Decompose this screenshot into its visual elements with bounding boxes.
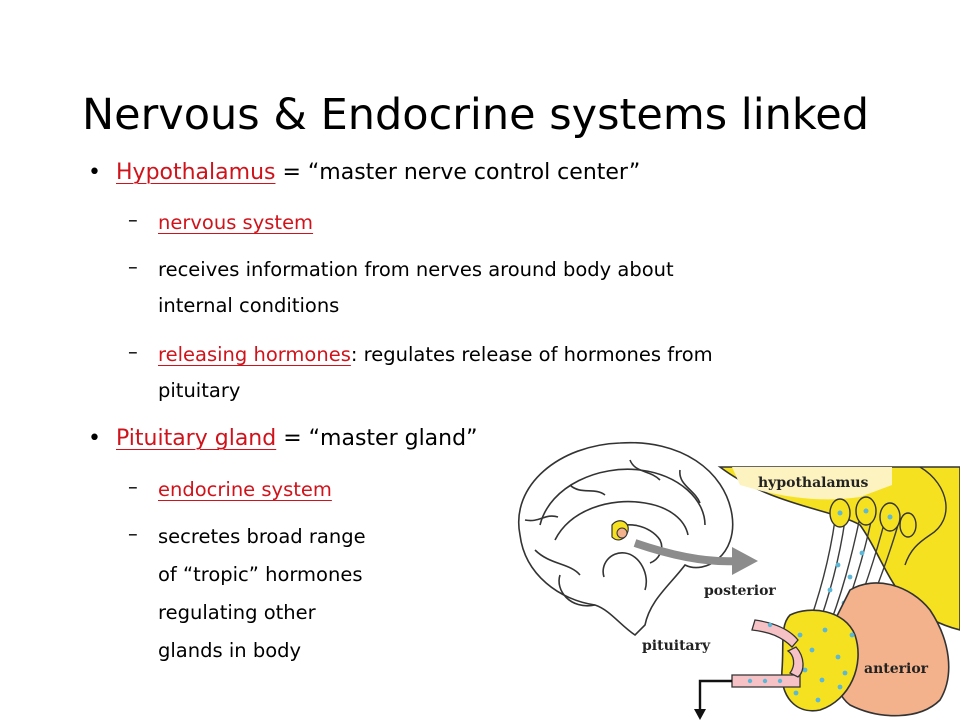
sub-bullet-dash: – [128,208,138,231]
brain-illustration [517,441,734,637]
subitem-secretes-line4: glands in body [158,639,302,662]
definition-pituitary: = “master gland” [276,426,478,451]
subitem-receives-info: receives information from nerves around … [158,258,674,281]
term-hypothalamus: Hypothalamus [116,160,276,185]
subitem-secretes-line2: of “tropic” hormones [158,563,363,586]
term-endocrine-system: endocrine system [158,478,332,501]
term-releasing-hormones: releasing hormones [158,343,351,366]
subitem-secretes-line3: regulating other [158,601,316,624]
term-pituitary-gland: Pituitary gland [116,426,277,451]
bullet-dot: • [88,426,101,451]
term-nervous-system: nervous system [158,211,314,234]
sub-bullet-dash: – [128,522,138,545]
subitem-releasing-hormones: releasing hormones: regulates release of… [158,340,713,370]
subitem-secretes-line1: secretes broad range [158,525,366,548]
bullet-hypothalamus: Hypothalamus = “master nerve control cen… [116,158,640,188]
figure-svg [517,441,960,720]
label-hypothalamus: hypothalamus [758,475,869,491]
definition-hypothalamus: = “master nerve control center” [275,160,641,185]
releasing-hormones-text: : regulates release of hormones from [350,343,713,366]
sub-bullet-dash: – [128,340,138,363]
sub-bullet-dash: – [128,255,138,278]
brain-pituitary-figure: hypothalamus posterior pituitary anterio… [500,425,960,720]
subitem-endocrine-system: endocrine system [158,475,332,505]
outflow-arrow-icon [694,679,732,720]
label-anterior: anterior [864,661,929,677]
subitem-nervous-system: nervous system [158,208,313,238]
bullet-pituitary: Pituitary gland = “master gland” [116,424,477,454]
sub-bullet-dash: – [128,475,138,498]
bullet-dot: • [88,160,101,185]
slide-title: Nervous & Endocrine systems linked [82,90,870,140]
subitem-receives-info-cont: internal conditions [158,294,340,317]
label-posterior: posterior [704,583,776,599]
subitem-releasing-hormones-cont: pituitary [158,379,241,402]
label-pituitary: pituitary [642,638,711,654]
zoom-arrow-icon [633,539,758,575]
